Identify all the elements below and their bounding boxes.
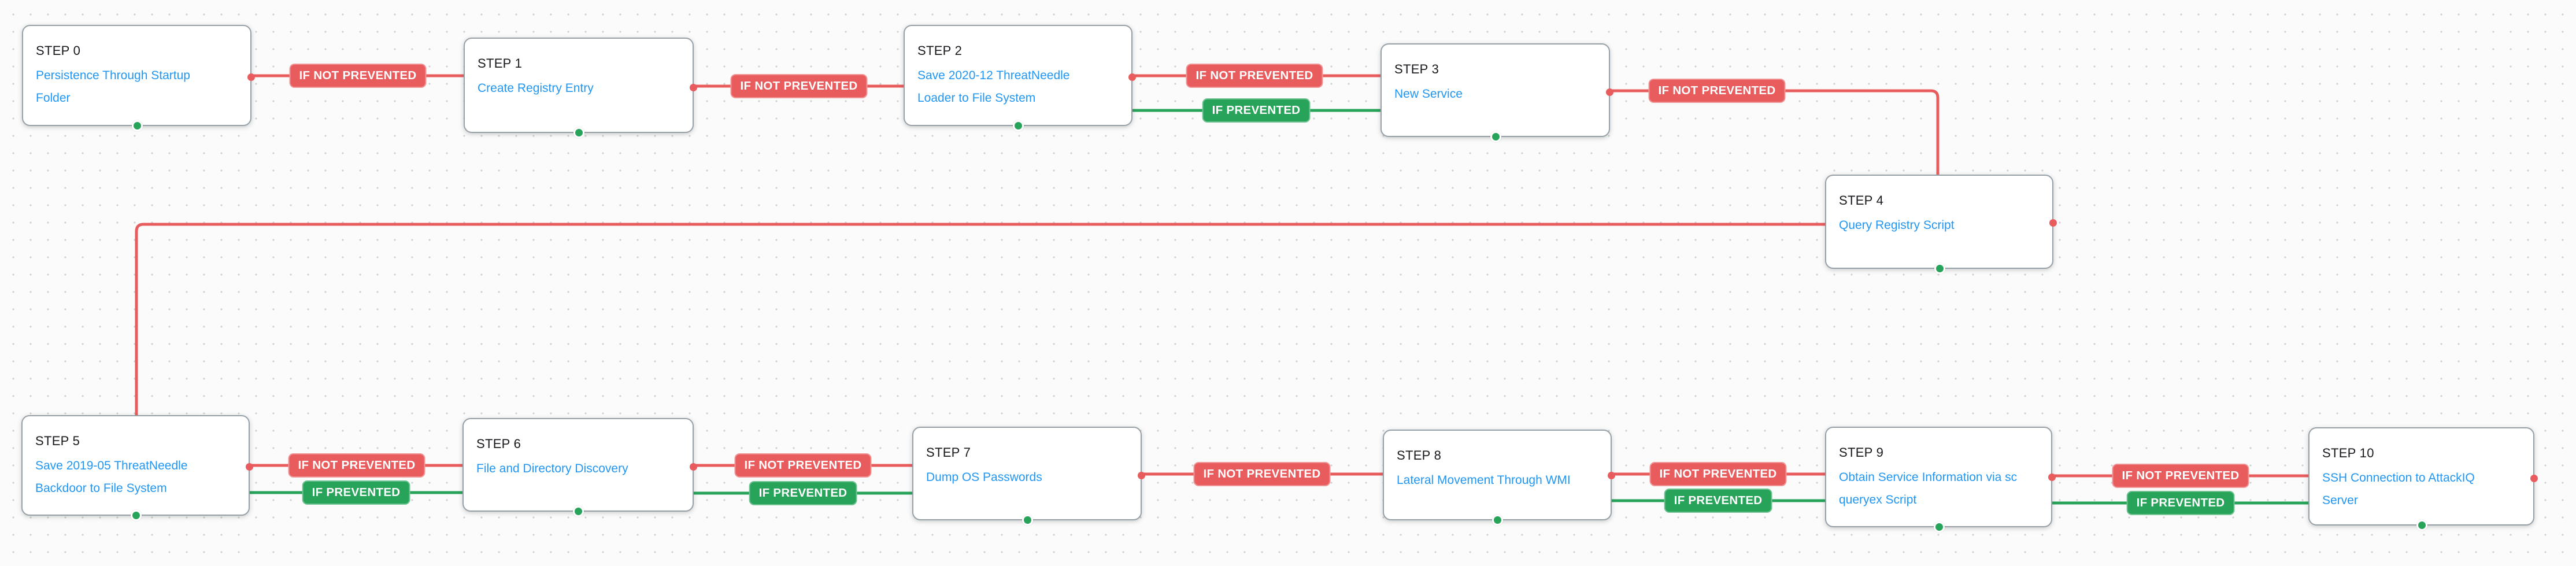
red-source-port[interactable] <box>246 463 253 471</box>
step-node-0[interactable]: STEP 0 Persistence Through Startup Folder <box>22 25 255 131</box>
step-name-link[interactable]: SSH Connection to AttackIQ Server <box>2322 471 2475 507</box>
step-node-2[interactable]: STEP 2 Save 2020-12 ThreatNeedle Loader t… <box>904 25 1136 131</box>
green-source-port[interactable] <box>1021 515 1033 526</box>
step-name-link[interactable]: File and Directory Discovery <box>476 462 628 475</box>
red-source-port[interactable] <box>247 73 255 81</box>
step-title: STEP 10 <box>2322 446 2374 460</box>
edge-label-not_prevented-step3-step4: IF NOT PREVENTED <box>1648 79 1786 103</box>
step-title: STEP 8 <box>1397 448 1442 463</box>
step-title: STEP 2 <box>917 43 963 58</box>
step-node-5[interactable]: STEP 5 Save 2019-05 ThreatNeedle Backdoor… <box>21 415 253 521</box>
step-name-link[interactable]: Save 2020-12 ThreatNeedle Loader to File… <box>917 69 1070 105</box>
step-name-link[interactable]: Save 2019-05 ThreatNeedle Backdoor to Fi… <box>35 459 188 495</box>
edge-label-not_prevented-step5-step6: IF NOT PREVENTED <box>288 453 425 478</box>
step-node-8[interactable]: STEP 8 Lateral Movement Through WMI <box>1383 430 1615 526</box>
green-source-port[interactable] <box>131 120 143 131</box>
edge-label-not_prevented-step1-step2: IF NOT PREVENTED <box>730 74 868 98</box>
red-source-port[interactable] <box>1138 472 1145 479</box>
step-node-3[interactable]: STEP 3 New Service <box>1380 43 1613 142</box>
step-title: STEP 1 <box>478 56 523 71</box>
step-title: STEP 9 <box>1839 445 1884 460</box>
green-source-port[interactable] <box>1490 131 1501 142</box>
step-name-link[interactable]: Lateral Movement Through WMI <box>1397 473 1571 487</box>
step-title: STEP 0 <box>36 43 81 58</box>
step-title: STEP 4 <box>1839 193 1884 208</box>
green-source-port[interactable] <box>1013 120 1024 131</box>
step-node-9[interactable]: STEP 9 Obtain Service Information via sc … <box>1825 427 2056 532</box>
step-node-7[interactable]: STEP 7 Dump OS Passwords <box>912 427 1145 526</box>
edge-label-prevented-step5-step6: IF PREVENTED <box>302 480 410 505</box>
step-name-link[interactable]: Query Registry Script <box>1839 219 1955 232</box>
red-source-port[interactable] <box>2048 473 2056 481</box>
red-source-port[interactable] <box>2530 475 2538 482</box>
red-source-port[interactable] <box>2049 219 2057 227</box>
green-source-port[interactable] <box>130 510 142 521</box>
edge-label-prevented-step8-step9: IF PREVENTED <box>1664 489 1772 513</box>
red-source-port[interactable] <box>690 463 697 471</box>
green-source-port[interactable] <box>573 127 584 138</box>
step-name-link[interactable]: Obtain Service Information via sc querye… <box>1839 471 2018 506</box>
step-name-link[interactable]: New Service <box>1394 87 1463 101</box>
step-title: STEP 6 <box>476 436 521 451</box>
step-title: STEP 5 <box>35 434 80 448</box>
red-source-port[interactable] <box>690 84 697 91</box>
edge-label-prevented-step2-step3: IF PREVENTED <box>1202 98 1311 123</box>
step-name-link[interactable]: Persistence Through Startup Folder <box>36 69 190 105</box>
green-source-port[interactable] <box>1933 521 1945 532</box>
green-source-port[interactable] <box>2416 520 2427 531</box>
edge-label-prevented-step6-step7: IF PREVENTED <box>749 481 857 505</box>
green-source-port[interactable] <box>573 506 584 517</box>
edge-label-not_prevented-step0-step1: IF NOT PREVENTED <box>289 64 427 88</box>
step-node-4[interactable]: STEP 4 Query Registry Script <box>1825 175 2057 274</box>
green-source-port[interactable] <box>1492 515 1503 526</box>
red-source-port[interactable] <box>1606 88 1613 96</box>
edge-label-not_prevented-step2-step3: IF NOT PREVENTED <box>1186 64 1323 88</box>
step-name-link[interactable]: Dump OS Passwords <box>926 471 1042 484</box>
step-name-link[interactable]: Create Registry Entry <box>478 82 594 95</box>
edge-label-not_prevented-step8-step9: IF NOT PREVENTED <box>1649 462 1787 486</box>
step-node-6[interactable]: STEP 6 File and Directory Discovery <box>462 418 697 517</box>
edge-step3-step4-not_prevented[interactable] <box>1610 89 1940 175</box>
edge-label-prevented-step9-step10: IF PREVENTED <box>2126 491 2235 515</box>
red-source-port[interactable] <box>1608 472 1615 479</box>
green-source-port[interactable] <box>1934 263 1945 274</box>
edge-label-not_prevented-step9-step10: IF NOT PREVENTED <box>2112 464 2249 488</box>
step-node-1[interactable]: STEP 1 Create Registry Entry <box>464 38 697 138</box>
step-title: STEP 7 <box>926 445 971 460</box>
step-title: STEP 3 <box>1394 62 1439 76</box>
red-source-port[interactable] <box>1128 73 1136 81</box>
edge-label-not_prevented-step7-step8: IF NOT PREVENTED <box>1193 462 1331 486</box>
step-node-10[interactable]: STEP 10 SSH Connection to AttackIQ Server <box>2308 427 2538 531</box>
edge-label-not_prevented-step6-step7: IF NOT PREVENTED <box>734 453 872 478</box>
edge-step4-step5-not_prevented[interactable] <box>135 223 1825 415</box>
